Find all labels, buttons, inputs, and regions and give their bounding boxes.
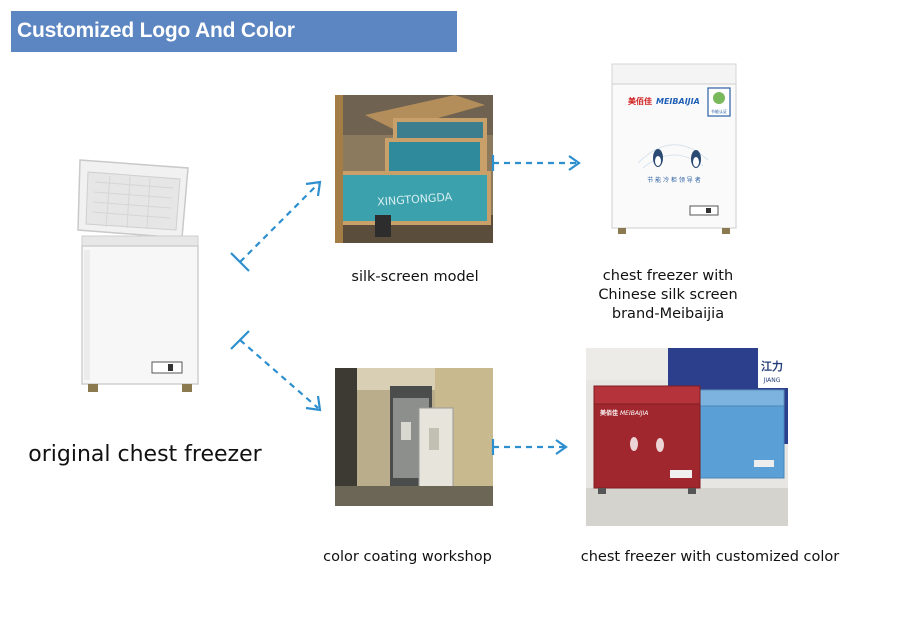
- sign-text: 江力: [761, 359, 783, 373]
- original-freezer-image: [77, 159, 199, 392]
- logo-text-top: MEIBAIJIA: [656, 97, 700, 106]
- caption-line: chest freezer with: [602, 268, 734, 284]
- coating-workshop-caption: color coating workshop: [323, 549, 492, 565]
- coating-workshop-image: [335, 368, 493, 506]
- silk-screen-caption: silk-screen model: [351, 269, 479, 285]
- logo-cn-top: 美佰佳: [628, 96, 652, 106]
- arrow-original-to-silkscreen: [239, 183, 319, 263]
- silk-screen-image: XINGTONGDA: [335, 95, 493, 243]
- caption-line: Chinese silk screen: [598, 287, 738, 303]
- logo-text-bottom: MEIBAIJIA: [620, 410, 648, 417]
- original-caption: original chest freezer: [28, 442, 262, 467]
- page-title: Customized Logo And Color: [17, 19, 295, 42]
- slogan-text: 节 能 冷 柜 领 导 者: [647, 176, 700, 184]
- colored-freezer-caption: chest freezer with customized color: [580, 549, 840, 565]
- caption-line: brand-Meibaijia: [611, 306, 725, 322]
- energy-badge: 节能认证: [711, 108, 727, 114]
- sign-sub: JIANG: [763, 377, 781, 384]
- frame-text: XINGTONGDA: [377, 190, 453, 208]
- arrow-original-to-coating: [239, 339, 319, 409]
- logo-cn-bottom: 美佰佳: [599, 409, 618, 417]
- logo-freezer-caption: chest freezer with Chinese silk screen b…: [570, 267, 766, 324]
- logo-freezer-image: 美佰佳 MEIBAIJIA 节能认证 节 能 冷 柜 领 导 者: [598, 58, 748, 238]
- colored-freezers-image: 江力 JIANG 美佰佳 MEIBAIJIA: [586, 348, 788, 526]
- header-bar: Customized Logo And Color: [11, 11, 457, 52]
